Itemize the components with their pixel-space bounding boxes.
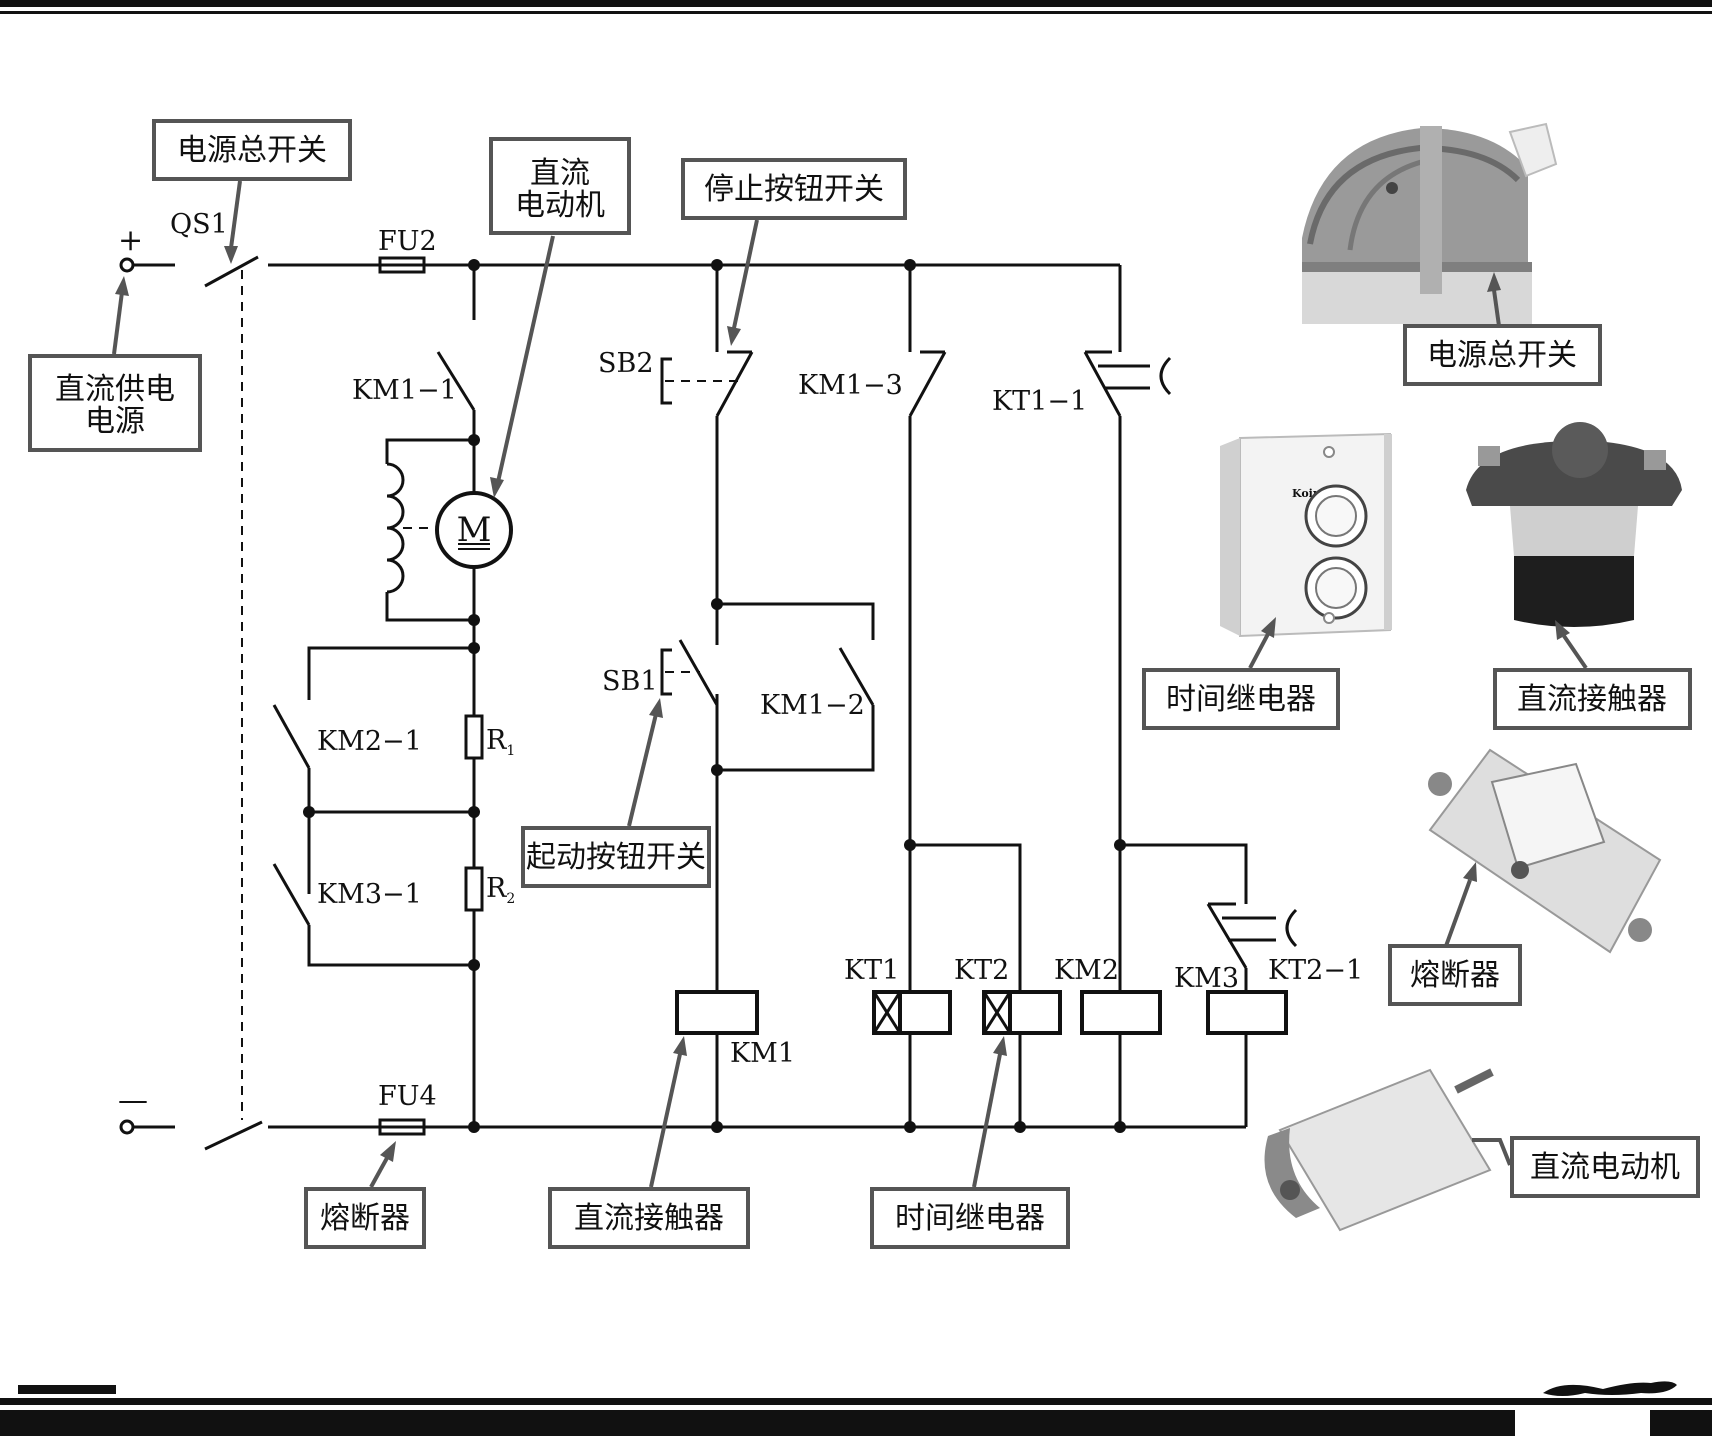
callout-dc-supply-text-2: 电源 [85,404,145,439]
callout-dc-motor-text-2: 电动机 [515,188,605,223]
kt2-1-label: KT2−1 [1268,955,1363,986]
km1-3-label: KM1−3 [798,370,903,401]
callout-time-relay-text: 时间继电器 [895,1201,1045,1236]
photo-caption-dc-motor [1510,1136,1700,1198]
callout-start-button-text: 起动按钮开关 [526,840,706,875]
km1-coil-label: KM1 [730,1038,795,1069]
plus-terminal-label: + [118,223,143,258]
callout-dc-supply [28,354,202,452]
photo-caption-main-switch [1403,324,1602,386]
fu4-label: FU4 [378,1081,437,1112]
dc-motor-photo-icon [1264,1068,1494,1232]
callout-dc-motor-text-1: 直流 [530,156,590,191]
callout-stop-button [681,158,907,220]
callout-stop-button-text: 停止按钮开关 [704,172,884,207]
sb2-label: SB2 [598,348,654,379]
photo-caption-dc-contactor [1493,668,1692,730]
km2-1-label: KM2−1 [317,726,422,757]
callout-time-relay [870,1187,1070,1249]
qs1-label: QS1 [170,209,228,240]
photo-caption-dc-contactor-text: 直流接触器 [1517,682,1667,717]
kt1-coil-label: KT1 [844,955,899,986]
callout-fuse [304,1187,426,1249]
r1-label: R1 [486,725,515,759]
photo-caption-main-switch-text: 电源总开关 [1427,338,1577,373]
km1-2-label: KM1−2 [760,690,865,721]
km2-coil-label: KM2 [1054,955,1119,986]
time-relay-photo-icon: Koino [1220,432,1392,638]
photo-caption-dc-motor-text: 直流电动机 [1530,1150,1680,1185]
callout-dc-contactor [548,1187,750,1249]
callout-dc-motor [489,137,631,235]
kt2-coil-label: KT2 [954,955,1009,986]
sb1-label: SB1 [602,666,658,697]
km3-1-label: KM3−1 [317,879,422,910]
component-photos: 电源总开关 Koino 时间继电器 直 [1142,122,1700,1232]
r2-label: R2 [486,873,515,907]
fu2-label: FU2 [378,226,437,257]
kt1-1-label: KT1−1 [992,386,1087,417]
photo-caption-time-relay [1142,668,1340,730]
km1-1-label: KM1−1 [352,375,457,406]
callout-dc-contactor-text: 直流接触器 [574,1201,724,1236]
circuit-wiring [119,255,1298,1151]
minus-terminal-label: — [118,1083,148,1118]
callout-start-button [521,826,711,888]
main-switch-photo-icon [1302,122,1558,324]
callout-main-switch [152,119,352,181]
callout-main-switch-text: 电源总开关 [177,133,327,168]
callout-fuse-text: 熔断器 [320,1201,410,1236]
corner-ornament-icon [1543,1381,1677,1396]
callout-dc-supply-text-1: 直流供电 [55,372,175,407]
dc-contactor-photo-icon [1466,422,1682,627]
km3-coil-label: KM3 [1174,963,1239,994]
photo-caption-time-relay-text: 时间继电器 [1166,682,1316,717]
fuse-photo-icon [1428,748,1662,954]
motor-symbol-label: M [457,510,492,550]
photo-caption-fuse [1388,944,1522,1006]
photo-caption-fuse-text: 熔断器 [1410,958,1500,993]
component-labels: + — QS1 FU2 FU4 KM1−1 SB2 KM1−3 KT1−1 SB… [118,209,1363,1118]
callouts: 电源总开关 直流 电动机 停止按钮开关 直流供电 电源 起动按钮开关 熔断器 直… [28,119,1070,1249]
